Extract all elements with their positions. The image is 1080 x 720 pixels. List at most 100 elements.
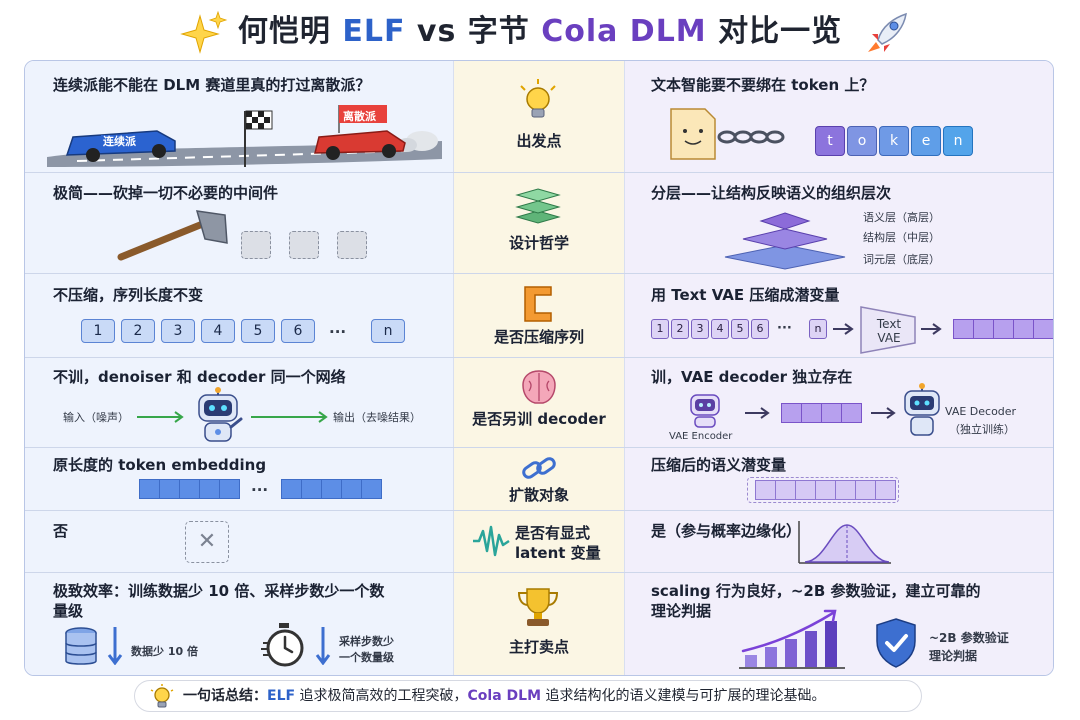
sequence-token: 3 [161, 319, 195, 343]
vae-input-token: 4 [711, 319, 729, 339]
arrow-down-icon [107, 627, 123, 665]
embedding-ellipsis: ··· [251, 481, 269, 499]
distribution-curve-illustration [798, 521, 891, 564]
race-track-illustration [47, 105, 442, 167]
document-chain-illustration [670, 108, 785, 160]
sequence-token: n [371, 319, 405, 343]
row-divider [25, 447, 1053, 448]
param-validation-label: ~2B 参数验证 [929, 631, 1009, 645]
arrow-right-icon [921, 323, 942, 335]
comparison-board: 连续派能不能在 DLM 赛道里真的打过离散派？ 连续派 离散派 出发点 文本智能… [24, 60, 1054, 676]
latent-strip [781, 403, 862, 423]
vae-input-token: 6 [751, 319, 769, 339]
order-of-magnitude-label: 一个数量级 [339, 651, 394, 664]
category-label-5: 是否有显式 latent 变量 [515, 524, 601, 562]
title-elf: ELF [342, 14, 406, 49]
token-block: o [847, 126, 877, 156]
vae-encoder-label: VAE Encoder [669, 431, 733, 442]
summary-cola: Cola DLM [467, 688, 542, 704]
layer-label-structure: 结构层（中层） [863, 231, 940, 244]
compressed-latent-strip [953, 319, 1053, 339]
summary-bar: 一句话总结：ELF 追求极简高效的工程突破，Cola DLM 追求结构化的语义建… [134, 680, 922, 712]
page-title: 何恺明 ELF vs 字节 Cola DLM 对比一览 [0, 8, 1080, 56]
layers-icon [515, 188, 561, 224]
trophy-icon [517, 588, 559, 626]
summary-label: 一句话总结： [183, 688, 267, 704]
layer-label-semantic: 语义层（高层） [863, 211, 940, 224]
latent-dashed-box [747, 477, 899, 503]
sequence-token: 6 [281, 319, 315, 343]
row6-right-text: scaling 行为良好，~2B 参数验证，建立可靠的理论判据 [651, 582, 981, 620]
continuous-school-label: 连续派 [103, 135, 136, 148]
category-label-4: 扩散对象 [508, 486, 569, 504]
vae-input-token: 3 [691, 319, 709, 339]
vae-input-token: 1 [651, 319, 669, 339]
title-cola: Cola DLM [541, 14, 707, 49]
discrete-school-label: 离散派 [343, 110, 376, 123]
vae-input-ellipsis: ··· [777, 321, 792, 336]
arrow-down-icon [315, 627, 331, 665]
row0-left-text: 连续派能不能在 DLM 赛道里真的打过离散派？ [53, 76, 371, 94]
token-block: k [879, 126, 909, 156]
sequence-ellipsis: ··· [329, 323, 347, 341]
clamp-icon [524, 286, 552, 322]
chain-link-icon [522, 457, 556, 479]
arrow-right-icon [871, 407, 896, 419]
robot-icon [198, 387, 243, 442]
token-embedding-strip [281, 479, 382, 499]
sequence-token: 1 [81, 319, 115, 343]
vae-input-token: 5 [731, 319, 749, 339]
arrow-right-icon [251, 411, 328, 423]
category-label-0: 出发点 [516, 132, 562, 150]
token-block: t [815, 126, 845, 156]
removed-module [337, 231, 367, 259]
waveform-icon [473, 525, 510, 557]
row-divider [25, 572, 1053, 573]
row-divider [25, 273, 1053, 274]
row1-left-text: 极简——砍掉一切不必要的中间件 [53, 184, 279, 202]
lightbulb-icon [520, 79, 556, 118]
lightbulb-icon [150, 684, 174, 708]
text-vae-box [860, 306, 916, 354]
vae-decoder-note: （独立训练） [949, 423, 1015, 436]
vae-decoder-label: VAE Decoder [945, 405, 1017, 418]
theory-criterion-label: 理论判据 [929, 649, 978, 663]
category-label-6: 主打卖点 [508, 638, 569, 656]
removed-module [289, 231, 319, 259]
sequence-token: 5 [241, 319, 275, 343]
semantic-latent-strip [755, 480, 896, 500]
token-block: n [943, 126, 973, 156]
summary-elf: ELF [267, 688, 296, 704]
sequence-token: 4 [201, 319, 235, 343]
shield-check-icon [876, 618, 916, 668]
axe-icon [117, 210, 228, 261]
row6-left-text: 极致效率：训练数据少 10 倍、采样步数少一个数量级 [53, 582, 385, 620]
row2-right-text: 用 Text VAE 压缩成潜变量 [651, 286, 840, 304]
row1-right-text: 分层——让结构反映语义的组织层次 [651, 184, 892, 202]
category-label-3: 是否另训 decoder [472, 410, 606, 428]
brain-icon [522, 370, 556, 404]
row-divider [25, 172, 1053, 173]
vae-input-token: n [809, 319, 827, 339]
row-divider [25, 357, 1053, 358]
pyramid-layers-illustration [724, 212, 846, 270]
sequence-token: 2 [121, 319, 155, 343]
layer-label-token: 词元层（底层） [863, 253, 940, 266]
token-block: e [911, 126, 941, 156]
token-embedding-strip [139, 479, 240, 499]
row0-right-text: 文本智能要不要绑在 token 上？ [651, 76, 875, 94]
sampling-steps-label: 采样步数少 [339, 635, 394, 648]
arrow-right-icon [833, 323, 854, 335]
title-suffix: 对比一览 [706, 14, 843, 49]
stopwatch-icon [261, 623, 304, 667]
row4-right-text: 压缩后的语义潜变量 [651, 456, 787, 474]
database-icon [65, 627, 97, 665]
title-prefix: 何恺明 [237, 14, 343, 49]
removed-module [241, 231, 271, 259]
no-latent-mark: ✕ [185, 521, 229, 563]
category-label-1: 设计哲学 [508, 234, 569, 252]
summary-end: 追求结构化的语义建模与可扩展的理论基础。 [541, 688, 826, 704]
category-label-2: 是否压缩序列 [493, 328, 584, 346]
data-reduction-label: 数据少 10 倍 [131, 645, 198, 658]
vae-input-token: 2 [671, 319, 689, 339]
